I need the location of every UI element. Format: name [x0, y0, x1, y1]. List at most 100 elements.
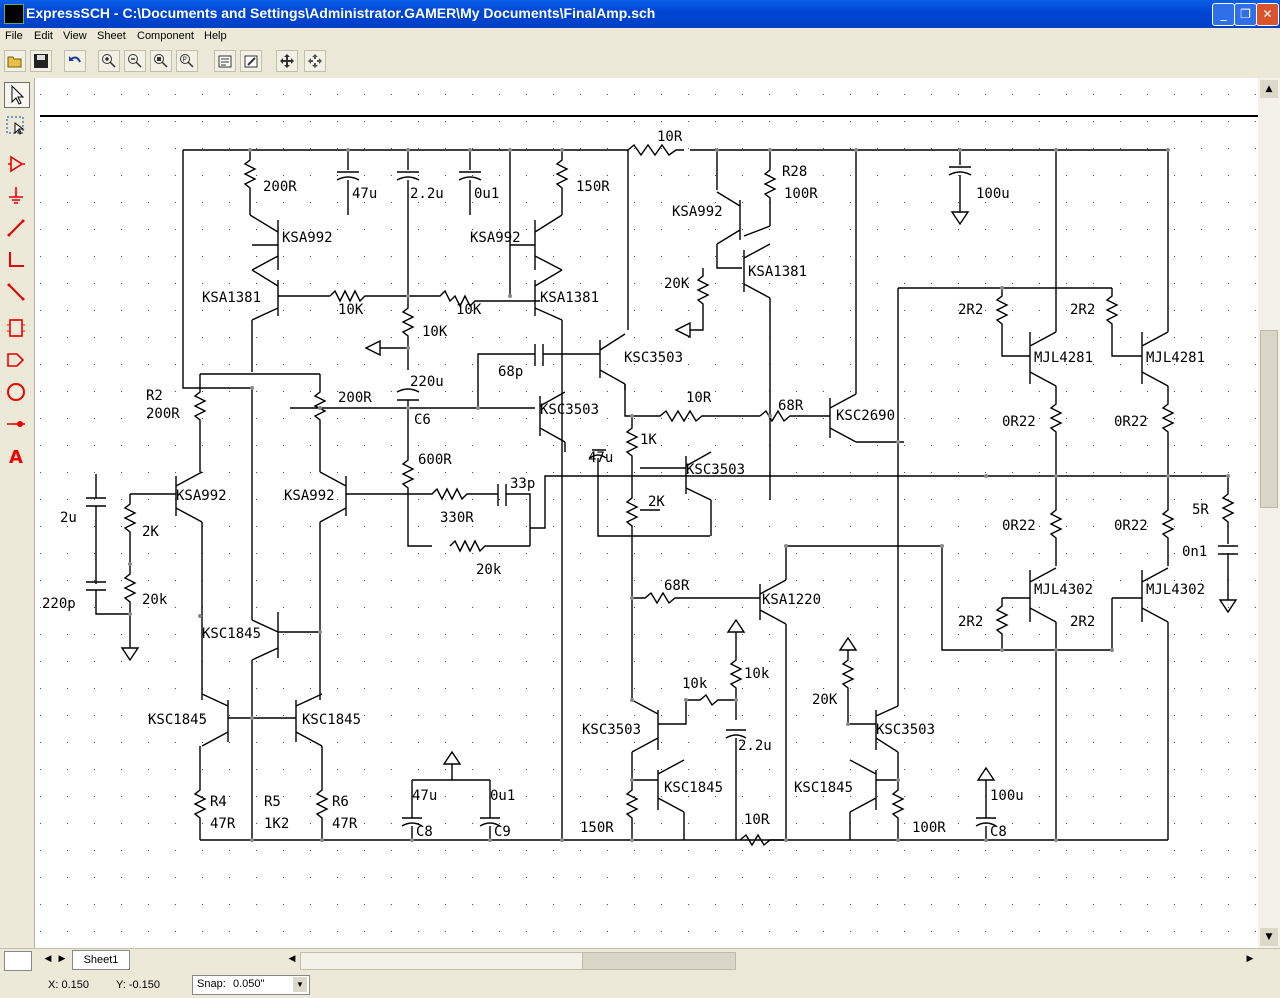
chevron-down-icon[interactable]: ▼ [293, 977, 307, 992]
label-r28-val: 100R [784, 186, 818, 202]
label-ksa992-4: KSA992 [176, 488, 227, 504]
label-0r22-4: 0R22 [1114, 518, 1148, 534]
label-47u-3: 47u [412, 788, 437, 804]
menu-component[interactable]: Component [137, 30, 194, 42]
menu-file[interactable]: File [5, 30, 23, 42]
label-ksa1220: KSA1220 [762, 592, 821, 608]
window-title: ExpressSCH - C:\Documents and Settings\A… [26, 5, 656, 21]
label-1k: 1K [640, 432, 657, 448]
title-bar: ExpressSCH - C:\Documents and Settings\A… [0, 0, 1280, 28]
properties-icon[interactable] [214, 50, 236, 72]
menu-view[interactable]: View [63, 30, 87, 42]
open-icon[interactable] [4, 50, 26, 72]
label-150r-2: 150R [580, 820, 614, 836]
ground-icon[interactable] [4, 184, 30, 210]
status-bar: X: 0.150 Y: -0.150 Snap: 0.050" ▼ [0, 972, 1280, 998]
menu-edit[interactable]: Edit [34, 30, 53, 42]
label-r6-val: 47R [332, 816, 358, 832]
scroll-thumb[interactable] [1260, 330, 1278, 508]
label-ksc1845-5: KSC1845 [794, 780, 853, 796]
label-100r-bot: 100R [912, 820, 946, 836]
label-r28: R28 [782, 164, 807, 180]
app-icon [4, 4, 24, 24]
zoom-in-icon[interactable] [98, 50, 120, 72]
tool-palette: A [0, 78, 35, 948]
label-ksc3503-3: KSC3503 [686, 462, 745, 478]
bus-icon[interactable] [4, 248, 30, 274]
junction-icon[interactable] [4, 412, 30, 438]
pointer-icon[interactable] [4, 82, 30, 108]
label-2k: 2K [142, 524, 159, 540]
label-r2: R2 [146, 388, 163, 404]
label-0r22-1: 0R22 [1002, 414, 1036, 430]
port-icon[interactable] [4, 348, 30, 374]
component-icon[interactable] [4, 152, 30, 178]
label-c8-a: C8 [416, 824, 433, 840]
zoom-area-icon[interactable] [150, 50, 172, 72]
snap-select[interactable]: Snap: 0.050" ▼ [192, 975, 310, 995]
label-ksc3503-2: KSC3503 [540, 402, 599, 418]
undo-icon[interactable] [64, 50, 86, 72]
scroll-up-icon[interactable]: ▲ [1260, 80, 1278, 98]
label-ksa1381-2: KSA1381 [540, 290, 599, 306]
hscroll-right-icon[interactable]: ▶ [1246, 954, 1254, 964]
vertical-scrollbar[interactable]: ▲ ▼ [1258, 78, 1280, 948]
label-10r-top: 10R [657, 129, 683, 145]
label-2-2u-2: 2.2u [738, 738, 772, 754]
tab-sheet1[interactable]: Sheet1 [72, 950, 130, 970]
label-ksc3503-5: KSC3503 [876, 722, 935, 738]
minimize-button[interactable]: _ [1212, 3, 1235, 26]
label-10k-4: 10k [682, 676, 708, 692]
hscroll-thumb[interactable] [582, 952, 736, 970]
label-20k-1: 20K [664, 276, 690, 292]
label-10r-bot: 10R [744, 812, 770, 828]
close-button[interactable]: ✕ [1256, 3, 1279, 26]
label-68r-mid: 68R [778, 398, 804, 414]
maximize-button[interactable]: ❐ [1234, 3, 1257, 26]
move-icon[interactable] [304, 50, 326, 72]
label-0u1-2: 0u1 [490, 788, 515, 804]
label-2r2-1: 2R2 [958, 302, 983, 318]
label-220u: 220u [410, 374, 444, 390]
part-icon[interactable] [4, 316, 30, 342]
menu-sheet[interactable]: Sheet [97, 30, 126, 42]
label-10k-1: 10K [338, 302, 364, 318]
snap-toggle-icon[interactable] [4, 951, 32, 971]
label-0u1-1: 0u1 [474, 186, 499, 202]
label-ksc3503-4: KSC3503 [582, 722, 641, 738]
label-mjl4281-2: MJL4281 [1146, 350, 1205, 366]
zoom-out-icon[interactable] [124, 50, 146, 72]
circle-icon[interactable] [4, 380, 30, 406]
label-220p: 220p [42, 596, 76, 612]
tab-next-icon[interactable]: ▶ [58, 954, 66, 964]
save-icon[interactable] [30, 50, 52, 72]
label-ksa992-1: KSA992 [282, 230, 333, 246]
scroll-down-icon[interactable]: ▼ [1260, 928, 1278, 946]
label-ksc1845-3: KSC1845 [302, 712, 361, 728]
label-ksa1381-1: KSA1381 [202, 290, 261, 306]
schematic-canvas[interactable]: 10R 200R 47u 2.2u 0u1 150R KSA992 KSA992… [35, 78, 1258, 948]
edit-icon[interactable] [240, 50, 262, 72]
status-x: X: 0.150 [48, 979, 89, 991]
pan-icon[interactable] [276, 50, 298, 72]
label-10k-2: 10K [456, 302, 482, 318]
tab-prev-icon[interactable]: ◀ [44, 954, 52, 964]
label-ksa992-2: KSA992 [470, 230, 521, 246]
hscroll-track[interactable] [300, 952, 584, 970]
hscroll-left-icon[interactable]: ◀ [288, 954, 296, 964]
bus-entry-icon[interactable] [4, 280, 30, 306]
label-2k-trim: 2K [648, 494, 665, 510]
label-c6: C6 [414, 412, 431, 428]
text-icon[interactable]: A [4, 444, 30, 470]
label-r4-val: 47R [210, 816, 236, 832]
select-area-icon[interactable] [4, 114, 30, 140]
label-mjl4302-1: MJL4302 [1034, 582, 1093, 598]
wire-icon[interactable] [4, 216, 30, 242]
svg-text:A: A [9, 447, 23, 468]
menu-help[interactable]: Help [204, 30, 227, 42]
label-r4: R4 [210, 794, 227, 810]
label-c8-b: C8 [990, 824, 1007, 840]
label-200r-2: 200R [338, 390, 372, 406]
label-68r-2: 68R [664, 578, 690, 594]
zoom-fit-icon[interactable]: P [176, 50, 198, 72]
